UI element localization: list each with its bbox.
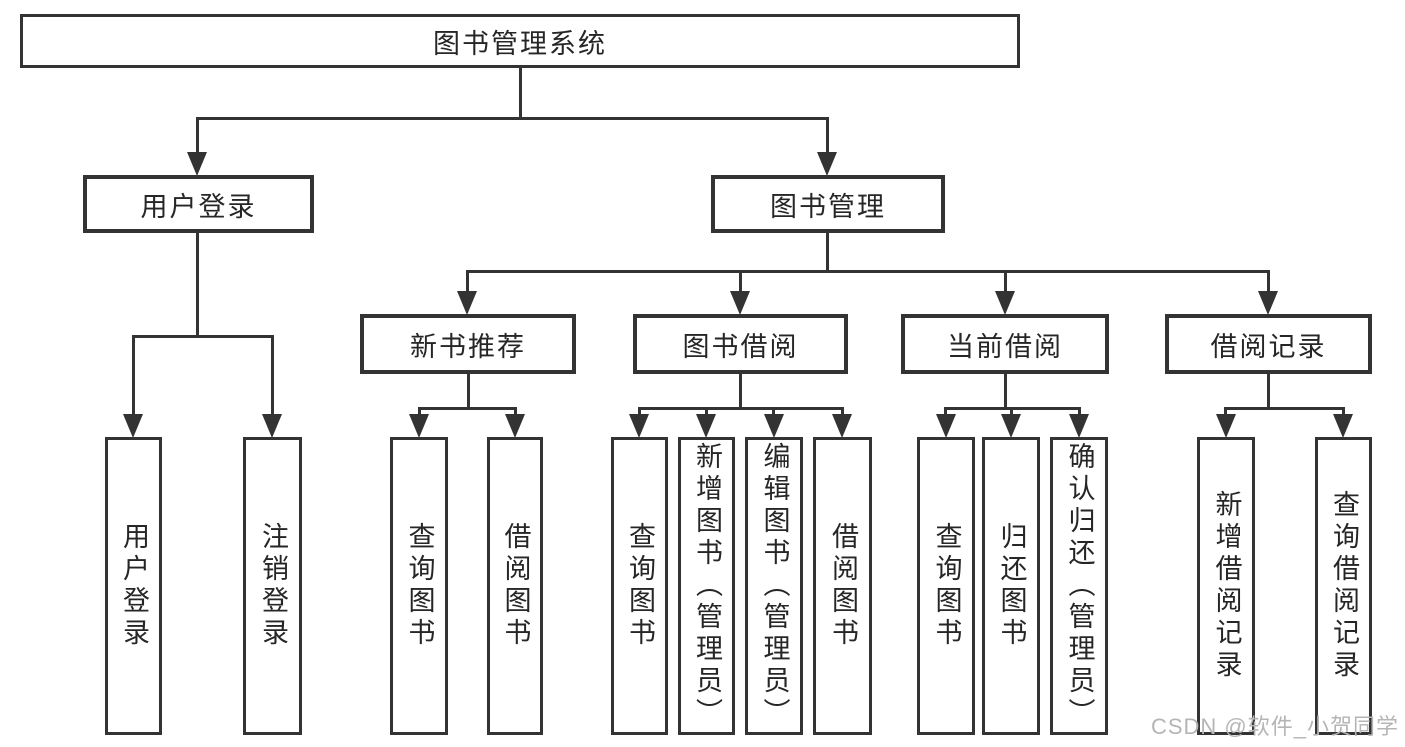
leaf-borrow-book-2-label: 借阅图书 [828, 522, 858, 650]
connector-drop-query-book-1 [418, 407, 421, 417]
connector-drop-return-book [1010, 407, 1013, 417]
connector-drop-book-borrow [739, 270, 742, 298]
leaf-borrow-book-2: 借阅图书 [813, 437, 872, 735]
node-borrow-record: 借阅记录 [1165, 314, 1372, 374]
leaf-query-book-1-label: 查询图书 [404, 522, 435, 650]
connector-drop-borrow-record [1267, 270, 1270, 298]
arrowhead-add-borrow-record [1216, 414, 1236, 438]
connector-drop-confirm-return-admin [1078, 407, 1081, 417]
connector-user-login-rail [132, 335, 274, 338]
leaf-add-book-admin: 新增图书（管理员） [678, 437, 735, 735]
arrowhead-new-book-recommend [457, 291, 477, 315]
leaf-query-book-2-label: 查询图书 [625, 522, 655, 650]
arrowhead-return-book [1001, 414, 1021, 438]
leaf-add-borrow-record: 新增借阅记录 [1197, 437, 1255, 735]
connector-drop-edit-book-admin [772, 407, 775, 417]
arrowhead-confirm-return-admin [1069, 414, 1089, 438]
arrowhead-borrow-record [1258, 291, 1278, 315]
connector-book-management-stem [826, 230, 829, 273]
leaf-confirm-return-admin: 确认归还（管理员） [1050, 437, 1108, 735]
connector-drop-query-book-2 [638, 407, 641, 417]
leaf-query-book-3-label: 查询图书 [931, 522, 962, 650]
connector-root-stem [519, 66, 522, 120]
leaf-confirm-return-admin-label: 确认归还（管理员） [1064, 442, 1095, 730]
arrowhead-leaf-user-login [123, 414, 143, 438]
leaf-query-book-3: 查询图书 [917, 437, 975, 735]
connector-rail-borrow-record [1224, 407, 1345, 410]
node-root: 图书管理系统 [20, 14, 1020, 68]
connector-drop-borrow-book-1 [514, 407, 517, 417]
connector-rail-new-book-recommend [418, 407, 517, 410]
leaf-add-borrow-record-label: 新增借阅记录 [1211, 490, 1242, 682]
leaf-query-borrow-record-label: 查询借阅记录 [1329, 490, 1359, 682]
leaf-user-login-label: 用户登录 [119, 522, 149, 650]
node-user-login: 用户登录 [83, 175, 314, 233]
node-current-borrow-label: 当前借阅 [947, 331, 1063, 362]
connector-new-book-recommend-stem [467, 371, 470, 410]
leaf-logout-label: 注销登录 [258, 522, 288, 650]
connector-drop-current-borrow [1004, 270, 1007, 298]
connector-drop-add-borrow-record [1224, 407, 1227, 417]
arrowhead-leaf-logout [262, 414, 282, 438]
leaf-add-book-admin-label: 新增图书（管理员） [692, 442, 722, 730]
node-current-borrow: 当前借阅 [901, 314, 1109, 374]
connector-user-login-stem [196, 230, 199, 338]
leaf-return-book-label: 归还图书 [996, 522, 1027, 650]
arrowhead-book-management [817, 152, 837, 176]
node-book-management: 图书管理 [711, 175, 945, 233]
connector-drop-query-book-3 [944, 407, 947, 417]
leaf-logout: 注销登录 [243, 437, 302, 735]
arrowhead-query-book-2 [629, 414, 649, 438]
node-user-login-label: 用户登录 [140, 191, 257, 222]
connector-drop-leaf-user-login [132, 335, 135, 417]
leaf-query-book-2: 查询图书 [611, 437, 668, 735]
arrowhead-query-borrow-record [1333, 414, 1353, 438]
arrowhead-current-borrow [995, 291, 1015, 315]
connector-drop-leaf-logout [271, 335, 274, 417]
node-new-book-recommend-label: 新书推荐 [410, 331, 526, 362]
connector-borrow-record-stem [1267, 371, 1270, 410]
arrowhead-borrow-book-1 [505, 414, 525, 438]
connector-drop-user-login [196, 117, 199, 157]
leaf-user-login: 用户登录 [105, 437, 162, 735]
node-book-borrow-label: 图书借阅 [682, 331, 799, 362]
connector-drop-add-book-admin [705, 407, 708, 417]
leaf-edit-book-admin: 编辑图书（管理员） [745, 437, 803, 735]
arrowhead-add-book-admin [696, 414, 716, 438]
arrowhead-user-login [187, 152, 207, 176]
arrowhead-edit-book-admin [764, 414, 784, 438]
leaf-query-book-1: 查询图书 [390, 437, 448, 735]
leaf-borrow-book-1: 借阅图书 [487, 437, 543, 735]
leaf-edit-book-admin-label: 编辑图书（管理员） [759, 442, 790, 730]
connector-current-borrow-stem [1004, 371, 1007, 410]
node-book-borrow: 图书借阅 [633, 314, 848, 374]
connector-level2-rail [196, 117, 829, 120]
node-book-management-label: 图书管理 [770, 191, 886, 222]
connector-drop-query-borrow-record [1342, 407, 1345, 417]
connector-rail-book-borrow [638, 407, 844, 410]
leaf-borrow-book-1-label: 借阅图书 [500, 522, 531, 650]
arrowhead-book-borrow [730, 291, 750, 315]
leaf-query-borrow-record: 查询借阅记录 [1315, 437, 1372, 735]
arrowhead-borrow-book-2 [832, 414, 852, 438]
arrowhead-query-book-3 [936, 414, 956, 438]
connector-level3-rail [466, 270, 1270, 273]
node-borrow-record-label: 借阅记录 [1210, 331, 1327, 362]
connector-drop-new-book-recommend [466, 270, 469, 298]
leaf-return-book: 归还图书 [982, 437, 1040, 735]
node-root-label: 图书管理系统 [433, 28, 607, 59]
node-new-book-recommend: 新书推荐 [360, 314, 576, 374]
arrowhead-query-book-1 [409, 414, 429, 438]
connector-drop-book-management [826, 117, 829, 157]
csdn-watermark: CSDN @软件_小贺同学 [1150, 714, 1399, 739]
connector-book-borrow-stem [739, 371, 742, 410]
connector-drop-borrow-book-2 [841, 407, 844, 417]
